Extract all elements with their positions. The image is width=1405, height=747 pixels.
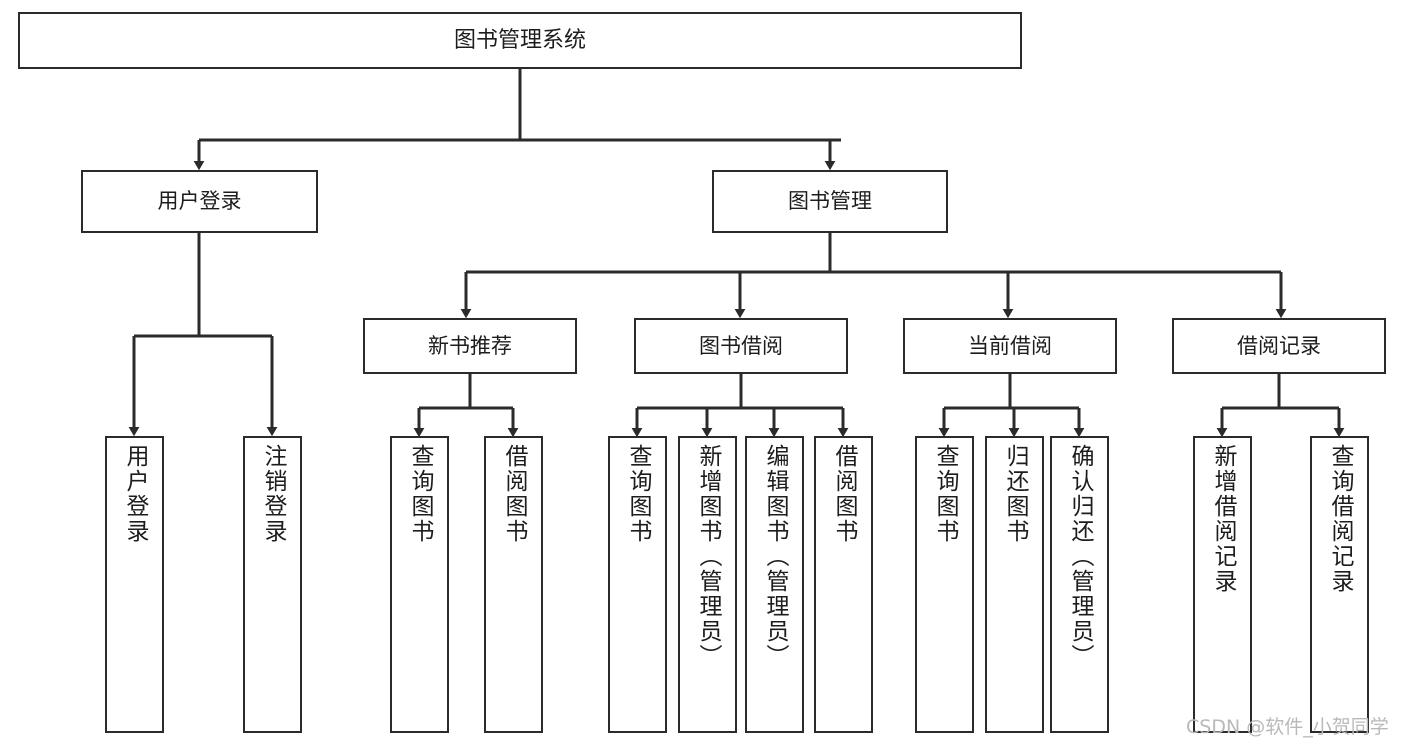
node-label: 查询图书 bbox=[407, 444, 433, 544]
node-leaf-borrow-books-newbook[interactable]: 借阅图书 bbox=[484, 436, 543, 733]
node-book-management[interactable]: 图书管理 bbox=[712, 170, 948, 233]
node-leaf-add-borrow-record[interactable]: 新增借阅记录 bbox=[1193, 436, 1252, 733]
node-label: 归还图书 bbox=[1002, 444, 1028, 544]
node-leaf-confirm-return-admin[interactable]: 确认归还（管理员） bbox=[1050, 436, 1109, 733]
node-book-borrowing[interactable]: 图书借阅 bbox=[634, 318, 848, 374]
node-leaf-add-book-admin[interactable]: 新增图书（管理员） bbox=[678, 436, 737, 733]
node-root-book-management-system[interactable]: 图书管理系统 bbox=[18, 12, 1022, 69]
node-label: 借阅图书 bbox=[831, 444, 857, 544]
node-leaf-logout[interactable]: 注销登录 bbox=[243, 436, 302, 733]
node-label: 借阅图书 bbox=[501, 444, 527, 544]
node-leaf-query-books-borrow[interactable]: 查询图书 bbox=[608, 436, 667, 733]
node-label: 新书推荐 bbox=[428, 333, 512, 358]
node-label: 查询图书 bbox=[625, 444, 651, 544]
node-label: 图书管理 bbox=[788, 189, 872, 214]
node-label: 查询借阅记录 bbox=[1327, 444, 1353, 594]
node-label: 确认归还（管理员） bbox=[1067, 444, 1093, 669]
node-current-borrowing[interactable]: 当前借阅 bbox=[903, 318, 1117, 374]
node-label: 编辑图书（管理员） bbox=[762, 444, 788, 669]
node-label: 当前借阅 bbox=[968, 333, 1052, 358]
node-new-book-recommendation[interactable]: 新书推荐 bbox=[363, 318, 577, 374]
csdn-watermark: CSDN @软件_小贺同学 bbox=[1186, 716, 1389, 738]
node-label: 注销登录 bbox=[260, 444, 286, 544]
node-label: 图书管理系统 bbox=[453, 27, 586, 53]
node-leaf-query-books-current[interactable]: 查询图书 bbox=[915, 436, 974, 733]
node-label: 用户登录 bbox=[122, 444, 148, 544]
node-label: 新增图书（管理员） bbox=[695, 444, 721, 669]
node-label: 查询图书 bbox=[932, 444, 958, 544]
node-borrow-records[interactable]: 借阅记录 bbox=[1172, 318, 1386, 374]
node-leaf-query-books-newbook[interactable]: 查询图书 bbox=[390, 436, 449, 733]
node-user-login[interactable]: 用户登录 bbox=[81, 170, 318, 233]
node-label: 新增借阅记录 bbox=[1210, 444, 1236, 594]
node-leaf-query-borrow-record[interactable]: 查询借阅记录 bbox=[1310, 436, 1369, 733]
node-leaf-borrow-books-borrow[interactable]: 借阅图书 bbox=[814, 436, 873, 733]
node-label: 借阅记录 bbox=[1237, 333, 1321, 358]
node-leaf-edit-book-admin[interactable]: 编辑图书（管理员） bbox=[745, 436, 804, 733]
node-label: 图书借阅 bbox=[699, 333, 783, 358]
node-leaf-user-login[interactable]: 用户登录 bbox=[105, 436, 164, 733]
node-label: 用户登录 bbox=[157, 189, 242, 214]
node-leaf-return-books[interactable]: 归还图书 bbox=[985, 436, 1044, 733]
